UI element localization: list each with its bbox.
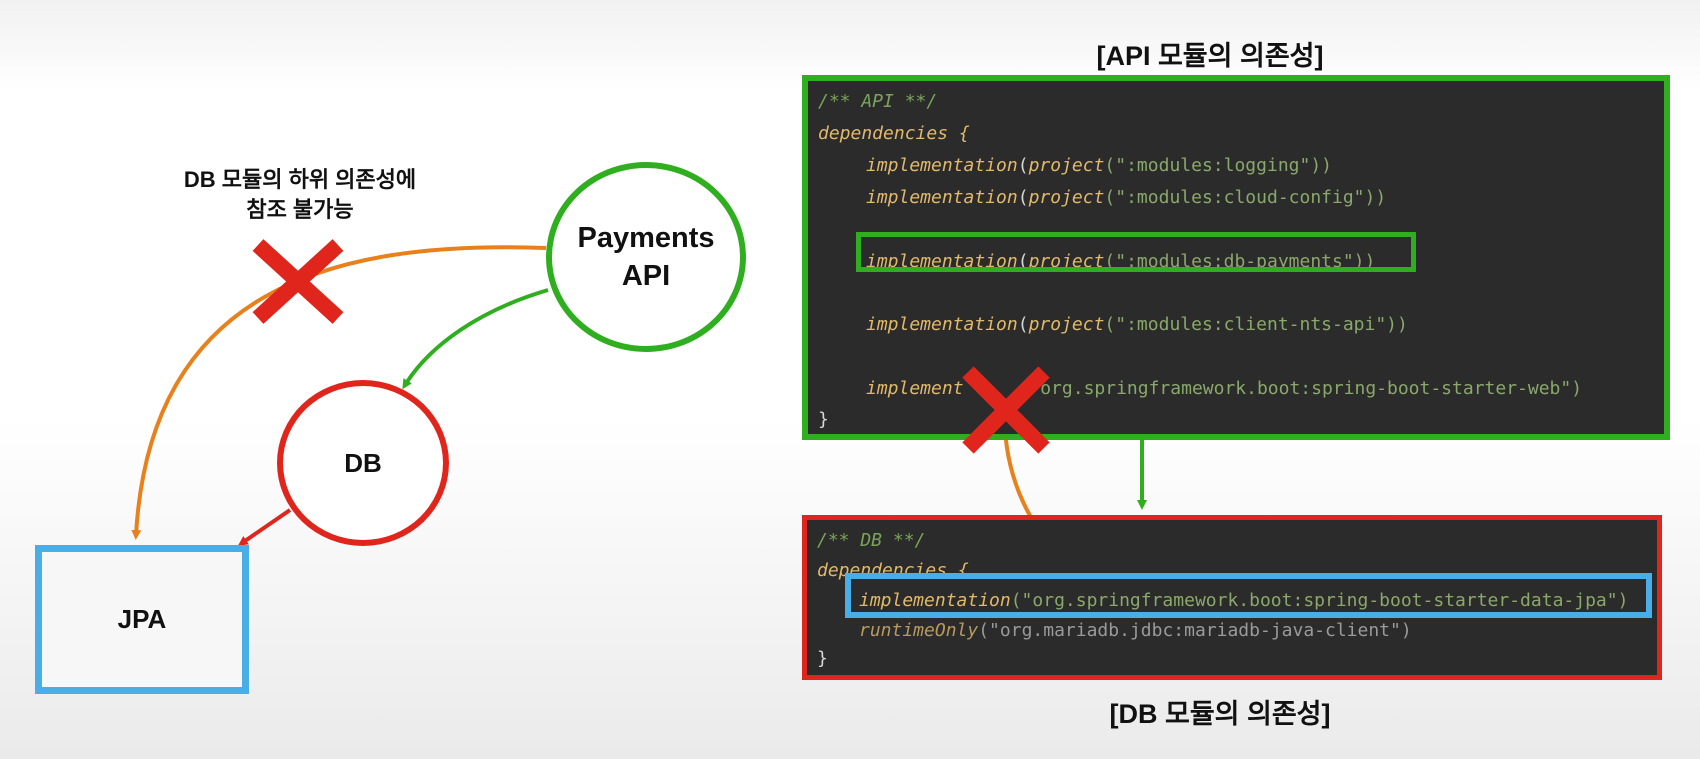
api-line-cloud-config: implementation(project(":modules:cloud-c… bbox=[866, 187, 1387, 208]
green-arrow-payments-to-db bbox=[402, 288, 549, 390]
db-node: DB bbox=[277, 380, 449, 546]
api-line-client-nts: implementation(project(":modules:client-… bbox=[866, 314, 1408, 335]
db-deps-close: } bbox=[817, 648, 828, 669]
db-payments-highlight bbox=[856, 232, 1416, 272]
api-code-panel: /** API **/ dependencies { implementatio… bbox=[802, 75, 1670, 440]
payments-api-node: Payments API bbox=[546, 162, 746, 352]
db-line-jpa: implementation("org.springframework.boot… bbox=[859, 590, 1629, 611]
orange-arrow-payments-to-jpa bbox=[131, 245, 547, 540]
api-deps-close: } bbox=[818, 409, 829, 430]
note-text: DB 모듈의 하위 의존성에 참조 불가능 bbox=[160, 165, 440, 225]
jpa-label: JPA bbox=[117, 604, 167, 634]
db-code-panel: /** DB **/ dependencies { implementation… bbox=[802, 515, 1662, 680]
payments-label-2: API bbox=[621, 260, 671, 292]
api-line-logging: implementation(project(":modules:logging… bbox=[866, 155, 1332, 176]
jpa-node: JPA bbox=[35, 545, 249, 694]
note-line-2: 참조 불가능 bbox=[246, 197, 354, 222]
api-comment: /** API **/ bbox=[818, 91, 938, 112]
db-panel-title: [DB 모듈의 의존성] bbox=[1109, 699, 1331, 729]
red-arrow-db-to-jpa bbox=[237, 508, 292, 546]
db-line-mariadb: runtimeOnly("org.mariadb.jdbc:mariadb-ja… bbox=[859, 620, 1412, 641]
api-panel-title: [API 모듈의 의존성] bbox=[1096, 41, 1324, 71]
blocked-x-icon-left bbox=[252, 239, 344, 324]
api-deps-open: dependencies { bbox=[818, 123, 970, 144]
api-line-db-payments: implementation(project(":modules:db-paym… bbox=[866, 251, 1376, 272]
db-label: DB bbox=[344, 447, 382, 478]
jpa-dep-highlight bbox=[845, 573, 1652, 618]
note-line-1: DB 모듈의 하위 의존성에 bbox=[183, 167, 417, 192]
db-comment: /** DB **/ bbox=[817, 530, 926, 551]
payments-label-1: Payments bbox=[577, 222, 715, 254]
api-line-web-starter: implement("org.springframework.boot:spri… bbox=[866, 378, 1583, 399]
